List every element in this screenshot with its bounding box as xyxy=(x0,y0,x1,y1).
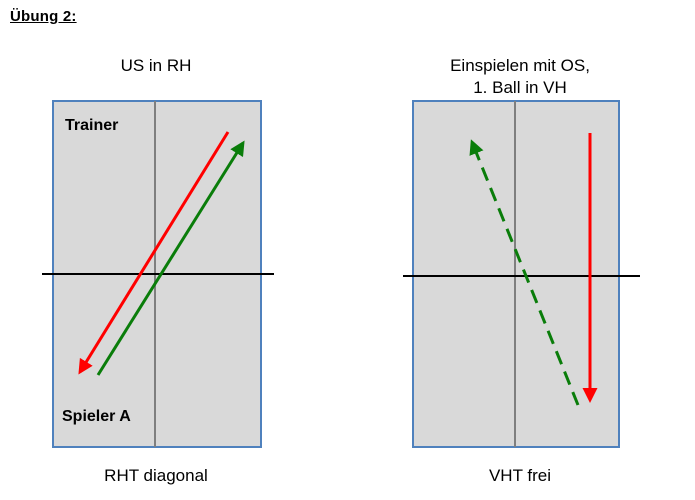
diagram-1-bottom-caption: RHT diagonal xyxy=(104,466,208,485)
court-left-red-arrow xyxy=(78,131,230,375)
diagram-2-top-caption-line-2: 1. Ball in VH xyxy=(473,78,567,97)
label-spieler-a: Spieler A xyxy=(62,408,131,425)
diagram-1-top-caption: US in RH xyxy=(120,56,192,75)
court-right-green-dashed-arrow xyxy=(469,139,580,406)
diagram-2-bottom-caption: VHT frei xyxy=(488,466,552,485)
label-trainer: Trainer xyxy=(65,117,119,134)
diagram-2-top-caption-line-1: Einspielen mit OS, xyxy=(450,56,590,75)
exercise-title: Übung 2: xyxy=(10,8,77,25)
court-right xyxy=(403,100,640,448)
court-left-green-arrow xyxy=(96,140,245,376)
court-left xyxy=(42,100,274,448)
